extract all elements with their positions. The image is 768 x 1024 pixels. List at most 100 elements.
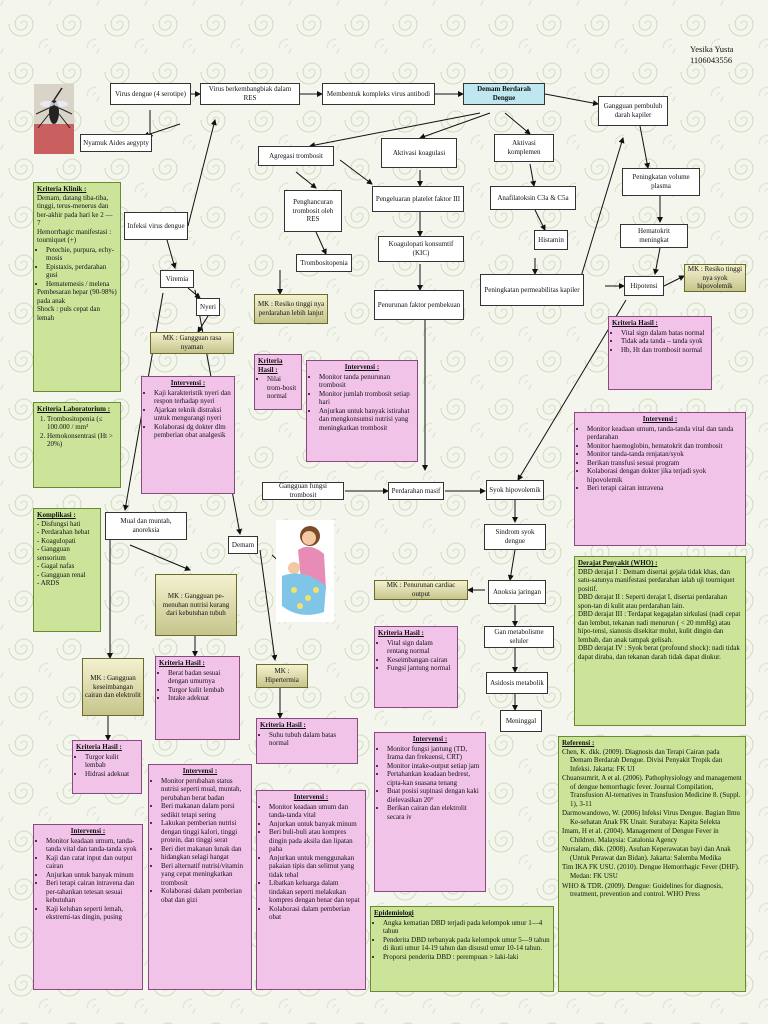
intervensi-syok-box: Intervensi : Monitor keadaan umum, tanda… — [574, 412, 746, 546]
intervensi-nutrisi-item: Beri diet makanan lunak dan hidangkan se… — [161, 845, 248, 862]
node-hipotensi: Hipotensi — [624, 276, 664, 296]
node-syok-hipovolemik: Syok hipovolemik — [486, 480, 544, 500]
kriteria-lab-title: Kriteria Laboratorium : — [37, 405, 111, 413]
node-metabolisme: Gan metabolisme seluler — [484, 626, 554, 648]
node-permeabilitas: Peningkatan permeabilitas kapiler — [480, 274, 584, 306]
node-volume-plasma: Peningkatan volume plasma — [622, 168, 700, 196]
intervensi-hipertermia-title: Intervensi : — [293, 793, 329, 801]
node-histamin: Histamin — [534, 230, 568, 250]
node-mual: Mual dan muntah, anoreksia — [105, 512, 187, 540]
intervensi-hipertermia-item: Anjurkan untuk menggunakan pakaian tipis… — [269, 854, 362, 880]
intervensi-nyeri-item: Ajarkan teknik distraksi untuk mengurang… — [154, 406, 231, 423]
kh-nutrisi-title: Kriteria Hasil : — [159, 659, 205, 667]
intervensi-cardiac-item: Monitor intake-output setiap jam — [387, 762, 482, 771]
node-penurunan-faktor: Penurunan faktor pembekuan — [374, 290, 464, 320]
kh-cairan-item: Hidrasi adekuat — [85, 770, 138, 779]
kh-cardiac-item: Keseimbangan cairan — [387, 656, 454, 665]
intervensi-trombosit-box: Intervensi : Monitor tanda penurunan tro… — [306, 360, 418, 462]
intervensi-nyeri-item: Kaji karakteristik nyeri dan respon terh… — [154, 389, 231, 406]
node-koagulasi: Aktivasi koagulasi — [381, 138, 457, 168]
kriteria-klinik-item: Hematemesis / melena — [46, 280, 117, 289]
komplikasi-title: Komplikasi : — [37, 511, 76, 519]
referensi-item: Imam, H et al. (2004). Management of Den… — [562, 827, 719, 844]
intervensi-nutrisi-item: Monitor perubahan status nutrisi seperti… — [161, 777, 248, 803]
intervensi-hipertermia-item: Monitor keadaan umum dan tanda-tanda vit… — [269, 803, 362, 820]
intervensi-nutrisi-item: Beri makanan dalam porsi sedikit tetapi … — [161, 802, 248, 819]
mk-keseimbangan-cairan: MK : Gangguan keseimbangan cairan dan el… — [82, 658, 144, 716]
komplikasi-item: - Koagulopati — [37, 536, 76, 545]
kriteria-lab-item: Hemokonsentrasi (Ht > 20%) — [47, 432, 117, 449]
intervensi-cardiac-title: Intervensi : — [412, 735, 448, 743]
node-gangguan-pembuluh: Gangguan pembuluh darah kapiler — [598, 96, 668, 126]
intervensi-trombosit-item: Monitor jumlah trombosit setiap hari — [319, 390, 414, 407]
intervensi-hipertermia-item: Anjurkan untuk banyak minum — [269, 820, 362, 829]
derajat-row-text: : Demam disertai gejala tidak khas, dan … — [578, 567, 735, 593]
node-hematokrit: Hematokrit meningkat — [620, 224, 688, 248]
intervensi-syok-item: Berikan transfusi sesuai program — [587, 459, 742, 468]
kh-syok-title: Kriteria Hasil : — [612, 319, 658, 327]
author-id: 1106043556 — [690, 54, 733, 65]
intervensi-trombosit-item: Anjurkan untuk banyak istirahat dan meng… — [319, 407, 414, 433]
kh-nutrisi-box: Kriteria Hasil : Berat badan sesuai deng… — [155, 656, 240, 740]
mosquito-picture — [34, 84, 74, 154]
node-meninggal: Meninggal — [500, 710, 542, 732]
intervensi-cairan-box: Intervensi : Monitor keadaan umum, tanda… — [33, 824, 143, 990]
intervensi-trombosit-item: Monitor tanda penurunan trombosit — [319, 373, 414, 390]
intervensi-hipertermia-item: Libatkan keluarga dalam tindakan seperti… — [269, 879, 362, 905]
referensi-item: Darmowandowo, W. (2006) Infeksi Virus De… — [562, 809, 740, 826]
intervensi-syok-item: Kolaborasi dengan dokter jika terjadi sy… — [587, 467, 742, 484]
kriteria-klinik-item: Epistaxis, perdarahan gusi — [46, 263, 117, 280]
referensi-item: Nursalam, dkk. (2008). Asuhan Keperawata… — [562, 845, 731, 862]
node-viremia: Viremia — [160, 270, 194, 288]
epidemiologi-item: Penderita DBD terbanyak pada kelompok um… — [383, 936, 550, 953]
node-penghancuran: Penghancuran trombosit oleh RES — [284, 190, 342, 232]
mk-penurunan-cardiac: MK : Penurunan cardiac output — [374, 580, 468, 600]
kh-syok-item: Hb, Ht dan trombosit normal — [621, 346, 708, 355]
node-anoksia: Anoksia jaringan — [488, 580, 546, 604]
komplikasi-item: - Perdarahan hebat — [37, 528, 90, 537]
author-name: Yesika Yusta — [690, 44, 734, 54]
node-asidosis: Asidosis metabolik — [486, 672, 548, 694]
intervensi-nutrisi-item: Lakukan pemberian nutrisi dengan tinggi … — [161, 819, 248, 845]
intervensi-trombosit-title: Intervensi : — [344, 363, 380, 371]
intervensi-nyeri-item: Kolaborasi dg dokter dlm pemberian obat … — [154, 423, 231, 440]
komplikasi-item: - Gangguan renal — [37, 570, 86, 579]
kh-cardiac-title: Kriteria Hasil : — [378, 629, 424, 637]
node-kompleks-antibodi: Membentuk kompleks virus antibodi — [322, 83, 435, 105]
kh-hipertermia-item: Suhu tubuh dalam batas normal — [269, 731, 354, 748]
intervensi-cairan-item: Kaji keluhan seperti lemah, ekstremi-tas… — [46, 905, 139, 922]
kh-syok-item: Tidak ada tanda – tanda syok — [621, 337, 708, 346]
kh-nutrisi-item: Intake adekuat — [168, 694, 236, 703]
node-demam: Demam — [228, 536, 258, 554]
referensi-item: Chen, K. dkk. (2009). Diagnosis dan Tera… — [562, 747, 723, 773]
node-nyamuk: Nyamuk Aides aegypty — [80, 134, 152, 152]
mk-gangguan-nyaman: MK : Gangguan rasa nyaman — [150, 332, 234, 354]
intervensi-nutrisi-title: Intervensi : — [182, 767, 218, 775]
kriteria-klinik-box: Kriteria Klinik : Demam, datang tiba-tib… — [33, 182, 121, 392]
intervensi-cairan-item: Anjurkan untuk banyak minum — [46, 871, 139, 880]
kh-trombosit-title: Kriteria Hasil : — [258, 357, 283, 374]
node-agregasi: Agregasi trombosit — [258, 146, 334, 166]
mk-resiko-perdarahan: MK : Resiko tinggi nya perdarahan lebih … — [254, 294, 328, 324]
intervensi-hipertermia-item: Beri buli-buli atau kompres dingin pada … — [269, 828, 362, 854]
komplikasi-item: - Disfungsi hati — [37, 519, 81, 528]
referensi-item: Chuansumrit, A et al. (2006). Pathophysi… — [562, 774, 742, 808]
komplikasi-item: - Gagal nafas — [37, 562, 75, 571]
mk-resiko-syok: MK : Resiko tinggi nya syok hipovolemik — [684, 264, 746, 292]
intervensi-cardiac-item: Pertahankan keadaan bedrest, cipta-kan s… — [387, 770, 482, 787]
intervensi-cairan-item: Beri terapi cairan intravena dan per-tah… — [46, 879, 139, 905]
kh-cairan-title: Kriteria Hasil : — [76, 743, 122, 751]
intervensi-hipertermia-box: Intervensi : Monitor keadaan umum dan ta… — [256, 790, 366, 990]
kh-syok-item: Vital sign dalam batas normal — [621, 329, 708, 338]
komplikasi-box: Komplikasi : - Disfungsi hati - Perdarah… — [33, 508, 101, 632]
referensi-item: WHO & TDR. (2009). Dengue: Guidelines fo… — [562, 881, 723, 899]
node-trombositopenia: Trombositopenia — [296, 254, 352, 272]
node-infeksi: Infeksi virus dengue — [124, 212, 188, 240]
kriteria-klinik-shock: Shock : puls cepat dan lemah — [37, 305, 100, 322]
kh-hipertermia-title: Kriteria Hasil : — [260, 721, 306, 729]
mk-hipertermia: MK : Hipertermia — [256, 664, 308, 688]
kh-nutrisi-item: Turgor kulit lembab — [168, 686, 236, 695]
referensi-box: Referensi : Chen, K. dkk. (2009). Diagno… — [558, 736, 746, 992]
kh-hipertermia-box: Kriteria Hasil : Suhu tubuh dalam batas … — [256, 718, 358, 764]
intervensi-syok-item: Beri terapi cairan intravena — [587, 484, 742, 493]
